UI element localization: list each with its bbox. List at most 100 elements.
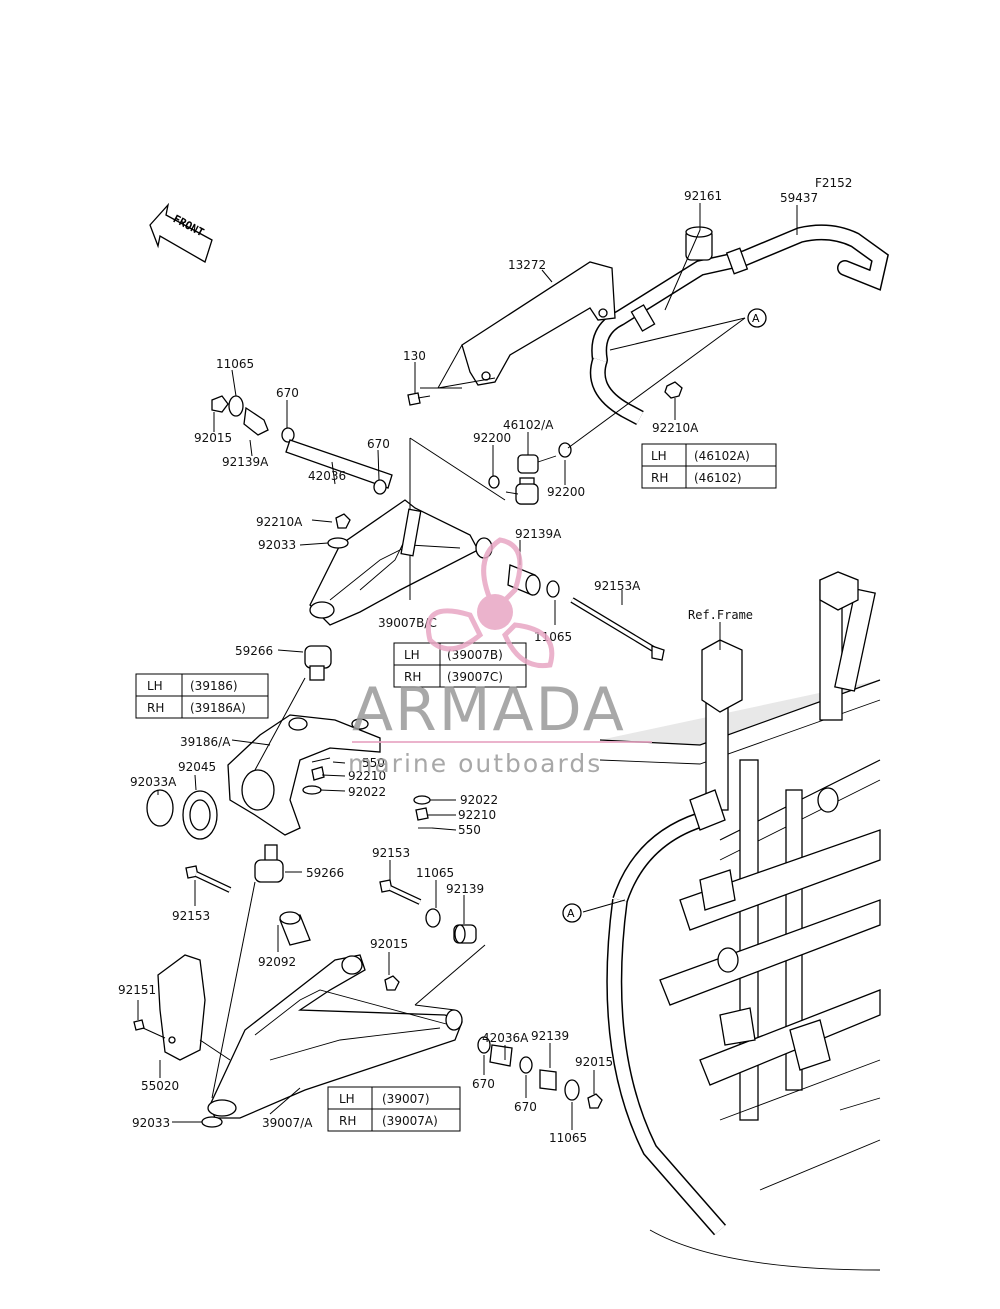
bracket-13272 (461, 261, 616, 386)
bushing-92092 (279, 911, 311, 946)
label-42036A: 42036A (482, 1031, 529, 1045)
watermark-brand: ARMADA (352, 675, 626, 745)
svg-text:RH: RH (404, 670, 421, 684)
label-92153-right: 92153 (372, 846, 410, 860)
svg-text:(39007): (39007) (382, 1092, 430, 1106)
table-46102: LH (46102A) RH (46102) (641, 443, 777, 489)
clip-92033-bot (201, 1116, 223, 1128)
guard-55020 (157, 954, 206, 1061)
label-92210-b: 92210 (458, 808, 496, 822)
label-59266-bot: 59266 (306, 866, 344, 880)
svg-text:(39007A): (39007A) (382, 1114, 438, 1128)
label-92022-a: 92022 (348, 785, 386, 799)
label-11065-low: 11065 (416, 866, 454, 880)
label-42036: 42036 (308, 469, 346, 483)
svg-text:(39007C): (39007C) (447, 670, 503, 684)
watermark: ARMADA marine outboards (348, 537, 652, 778)
bolt-92151 (133, 1019, 145, 1031)
label-39007A: 39007/A (262, 1116, 313, 1130)
label-92200-a: 92200 (473, 431, 511, 445)
svg-text:LH: LH (147, 679, 163, 693)
figure-code: F2152 (815, 176, 852, 190)
washer-92200-b (558, 442, 572, 458)
ball-joint-59266-top (304, 645, 332, 681)
label-39186A: 39186/A (180, 735, 231, 749)
svg-text:RH: RH (339, 1114, 356, 1128)
bolt-130 (407, 392, 431, 406)
label-670-top: 670 (276, 386, 299, 400)
bolt-92153-right (379, 879, 422, 905)
label-670-bot-b: 670 (514, 1100, 537, 1114)
bearing-92045 (182, 790, 218, 840)
callout-a-top: A (747, 308, 767, 328)
lower-a-arm (207, 954, 463, 1119)
label-92139-low: 92139 (446, 882, 484, 896)
label-92153A: 92153A (594, 579, 641, 593)
label-92045: 92045 (178, 760, 216, 774)
circlip-92033A (146, 789, 174, 827)
label-59266-top: 59266 (235, 644, 273, 658)
label-550-b: 550 (458, 823, 481, 837)
svg-text:(39007B): (39007B) (447, 648, 503, 662)
watermark-tagline: marine outboards (348, 749, 602, 778)
hardware-lower-right (477, 1036, 603, 1109)
nut-92210A-mid (335, 513, 351, 529)
label-92139A-mid: 92139A (515, 527, 562, 541)
label-92139-bot: 92139 (531, 1029, 569, 1043)
label-670-bot-a: 670 (472, 1077, 495, 1091)
ball-joint-59266-bot (254, 844, 284, 883)
svg-text:(39186A): (39186A) (190, 701, 246, 715)
label-92092: 92092 (258, 955, 296, 969)
hub-hardware (302, 757, 331, 795)
label-92210A-mid: 92210A (256, 515, 303, 529)
washer-92200-a (488, 475, 500, 489)
svg-text:LH: LH (339, 1092, 355, 1106)
frame (599, 571, 881, 1271)
bushing-92161 (685, 226, 713, 261)
label-92161: 92161 (684, 189, 722, 203)
label-670-mid: 670 (367, 437, 390, 451)
label-92153-left: 92153 (172, 909, 210, 923)
hardware-92022-right (413, 795, 432, 829)
nut-92210A-top (664, 381, 683, 399)
label-92210A-top: 92210A (652, 421, 699, 435)
bolt-92153A (570, 597, 665, 661)
bushing-92139-low (453, 924, 477, 944)
label-92015-low: 92015 (370, 937, 408, 951)
label-92033-bot: 92033 (132, 1116, 170, 1130)
label-92139A-top: 92139A (222, 455, 269, 469)
washer-11065-mid (546, 580, 560, 598)
table-39007BC: LH (39007B) RH (39007C) (393, 642, 527, 688)
svg-text:A: A (752, 312, 760, 325)
svg-text:RH: RH (651, 471, 668, 485)
leader-lines (137, 203, 798, 1130)
label-92015-top: 92015 (194, 431, 232, 445)
label-92033A: 92033A (130, 775, 177, 789)
svg-text:(46102A): (46102A) (694, 449, 750, 463)
washer-11065-low (425, 908, 441, 928)
svg-text:(46102): (46102) (694, 471, 742, 485)
label-46102A: 46102/A (503, 418, 554, 432)
table-39186: LH (39186) RH (39186A) (135, 673, 269, 719)
svg-text:A: A (567, 907, 575, 920)
label-92015-bot: 92015 (575, 1055, 613, 1069)
label-11065-bot: 11065 (549, 1131, 587, 1145)
label-39007BC: 39007B/C (378, 616, 437, 630)
stabilizer-bar (589, 224, 889, 426)
knuckle-39186 (227, 714, 381, 836)
label-92022-b: 92022 (460, 793, 498, 807)
label-550-a: 550 (362, 756, 385, 770)
label-92210-a: 92210 (348, 769, 386, 783)
svg-text:LH: LH (651, 449, 667, 463)
callout-a-bottom: A (562, 903, 582, 923)
label-92200-b: 92200 (547, 485, 585, 499)
label-92151: 92151 (118, 983, 156, 997)
link-46102 (505, 454, 557, 505)
label-55020: 55020 (141, 1079, 179, 1093)
propeller-logo-icon (426, 537, 555, 669)
svg-text:RH: RH (147, 701, 164, 715)
nut-92015-low (384, 975, 400, 991)
bolt-92153-left (185, 865, 232, 893)
label-13272: 13272 (508, 258, 546, 272)
